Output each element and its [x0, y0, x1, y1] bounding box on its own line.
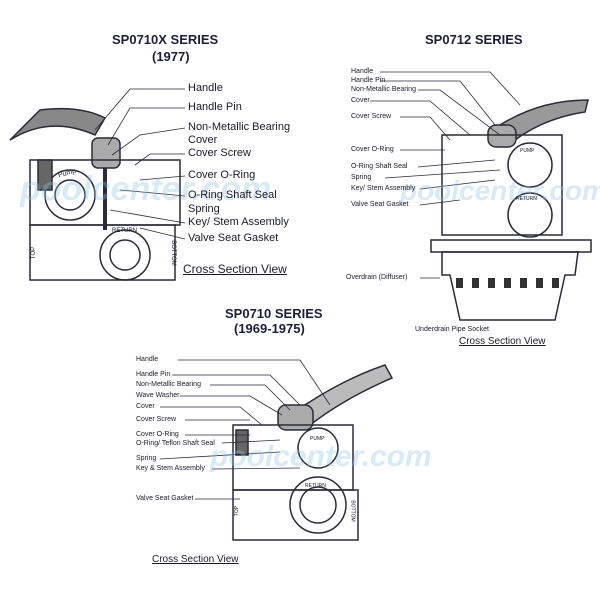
port-label: PUMP [520, 148, 535, 154]
port-label: RETURN [112, 228, 137, 234]
part-label: Valve Seat Gasket [136, 495, 194, 502]
watermark: poolcenter.com [20, 170, 272, 208]
part-label: Non-Metallic Bearing [188, 121, 291, 133]
port-label: BOTTOM [169, 240, 176, 266]
watermark: poolcenter.com [210, 440, 432, 473]
cross-section-caption: Cross Section View [152, 554, 239, 565]
part-label: Handle [136, 356, 159, 363]
part-label: Cover Screw [136, 416, 177, 423]
part-label: Cover [188, 134, 218, 146]
sp0710x-valve-drawing [9, 107, 181, 281]
diagram-subtitle: (1969-1975) [234, 321, 305, 336]
diagram-title: SP0712 SERIES [425, 32, 523, 47]
port-label: BOTTOM [349, 500, 356, 522]
part-label: Handle [188, 82, 223, 94]
part-label: Spring [136, 455, 157, 462]
part-label: O-Ring Shaft Seal [188, 189, 277, 201]
port-label: TOP [31, 246, 38, 260]
part-label: Underdrain Pipe Socket [415, 326, 489, 333]
part-label: Handle [351, 68, 374, 75]
part-label: Cover Screw [351, 113, 392, 120]
part-label: Key/ Stem Assembly [351, 185, 416, 192]
part-label: Handle Pin [188, 101, 242, 113]
part-label: Overdrain (Diffuser) [346, 274, 408, 281]
part-label: Cover O-Ring [351, 146, 394, 153]
part-label: Handle Pin [136, 371, 171, 378]
part-label: Key/ Stem Assembly [188, 216, 289, 228]
part-label: Handle Pin [351, 77, 386, 84]
part-label: Spring [188, 203, 220, 215]
diagram-title: SP0710 SERIES [225, 306, 323, 321]
port-label: RETURN [516, 196, 537, 202]
watermark: poolcenter.com [400, 175, 600, 206]
part-label: Spring [351, 174, 372, 181]
sp0712-valve-drawing [430, 99, 592, 321]
part-label: Cover O-Ring [136, 431, 179, 438]
diagram-title: SP0710X SERIES [112, 32, 219, 47]
leader-lines [94, 71, 521, 500]
part-label: Key & Stem Assembly [136, 465, 205, 472]
part-label: Valve Seat Gasket [188, 232, 279, 244]
part-label: Non-Metallic Bearing [351, 86, 416, 93]
part-label: O-Ring Shaft Seal [351, 163, 408, 170]
part-label: O-Ring/ Teflon Shaft Seal [136, 440, 215, 447]
part-label: Valve Seat Gasket [351, 201, 409, 208]
port-label: RETURN [305, 483, 326, 489]
part-label: Non-Metallic Bearing [136, 381, 201, 388]
part-label: Cover Screw [188, 147, 251, 159]
part-label: Cover [136, 403, 155, 410]
cross-section-caption: Cross Section View [183, 262, 287, 276]
diagram-subtitle: (1977) [152, 49, 190, 64]
port-label: PUMP [310, 436, 325, 442]
sp0710-valve-drawing [232, 364, 394, 541]
part-label: Wave Washer [136, 392, 180, 399]
part-label: Cover O-Ring [188, 169, 256, 181]
part-label: Cover [351, 97, 370, 104]
port-label: TOP [234, 505, 241, 517]
cross-section-caption: Cross Section View [459, 336, 546, 347]
